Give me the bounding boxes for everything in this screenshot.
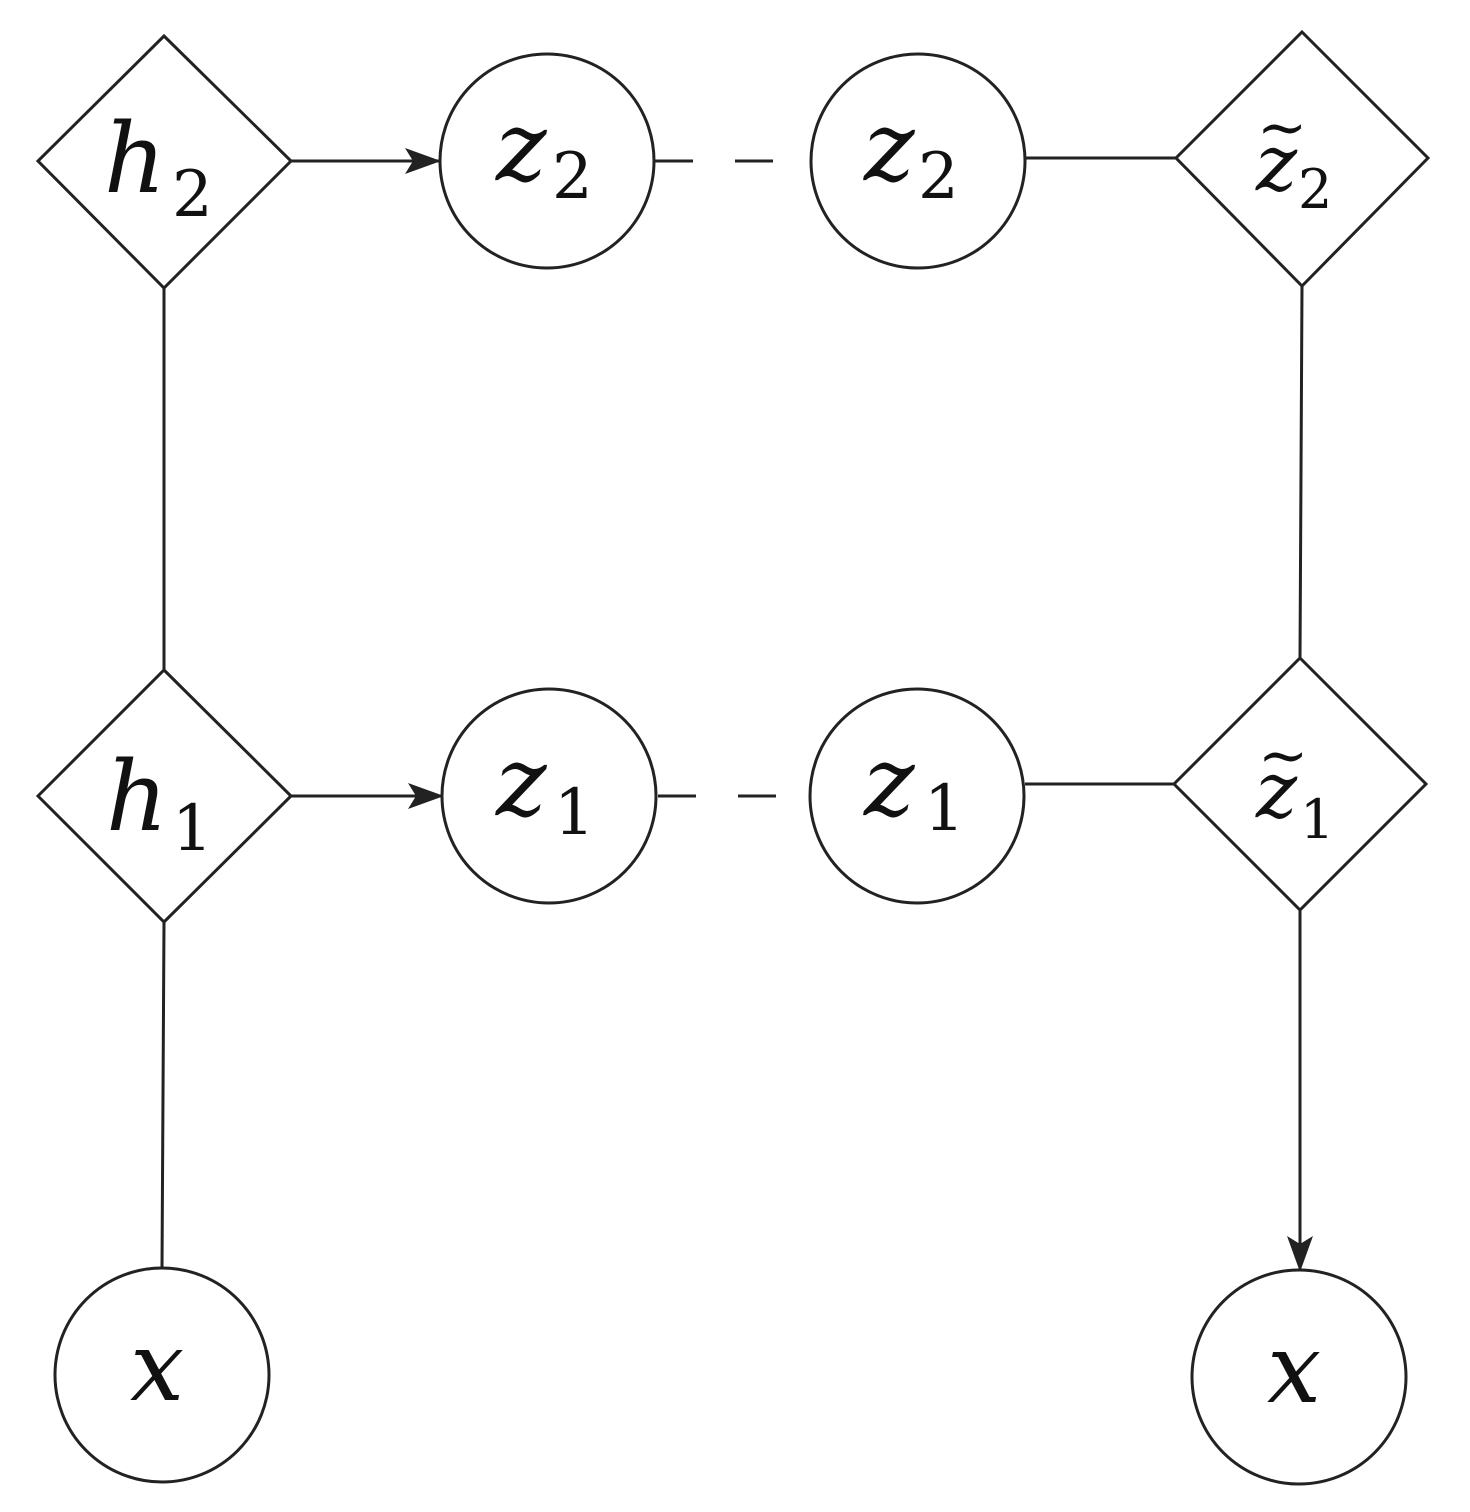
node-z1-tilde-main: z xyxy=(1255,746,1298,836)
node-z2-decoder-main: z xyxy=(863,91,916,203)
node-z1-tilde-sub: 1 xyxy=(1300,788,1334,851)
node-z2-decoder: z 2 xyxy=(809,52,1027,270)
node-h2-main: h xyxy=(104,103,166,215)
node-z2-encoder-sub: 2 xyxy=(552,140,593,214)
node-x-output: x xyxy=(1190,1268,1408,1486)
node-z1-encoder-main: z xyxy=(495,726,548,838)
node-z2-tilde-main: z xyxy=(1255,119,1298,209)
node-z1-encoder-sub: 1 xyxy=(554,776,595,850)
node-h1-sub: 1 xyxy=(172,792,213,866)
node-z2-tilde-sub: 2 xyxy=(1298,158,1332,221)
node-z1-tilde-accent: ~ xyxy=(1258,721,1308,791)
node-z1-tilde: ~ z 1 xyxy=(1171,655,1429,913)
edge-x-to-h1 xyxy=(160,921,166,1269)
node-x-input-main: x xyxy=(130,1311,184,1423)
node-x-output-main: x xyxy=(1267,1313,1321,1425)
node-z1-encoder: z 1 xyxy=(440,687,658,905)
node-z1-decoder: z 1 xyxy=(808,687,1026,905)
node-z1-decoder-main: z xyxy=(863,726,916,838)
node-h2: h 2 xyxy=(35,33,294,291)
node-h1: h 1 xyxy=(35,667,294,925)
node-z2-tilde-accent: ~ xyxy=(1257,93,1307,163)
node-h1-main: h xyxy=(106,741,168,853)
node-h2-sub: 2 xyxy=(172,158,213,232)
node-x-input: x xyxy=(53,1266,271,1484)
node-z2-encoder: z 2 xyxy=(438,52,656,270)
edge-z2tilde-to-z1tilde xyxy=(1298,285,1304,659)
node-z2-tilde: ~ z 2 xyxy=(1173,29,1431,289)
node-z1-decoder-sub: 1 xyxy=(924,772,965,846)
node-z2-encoder-main: z xyxy=(495,91,548,203)
node-z2-decoder-sub: 2 xyxy=(918,140,959,214)
